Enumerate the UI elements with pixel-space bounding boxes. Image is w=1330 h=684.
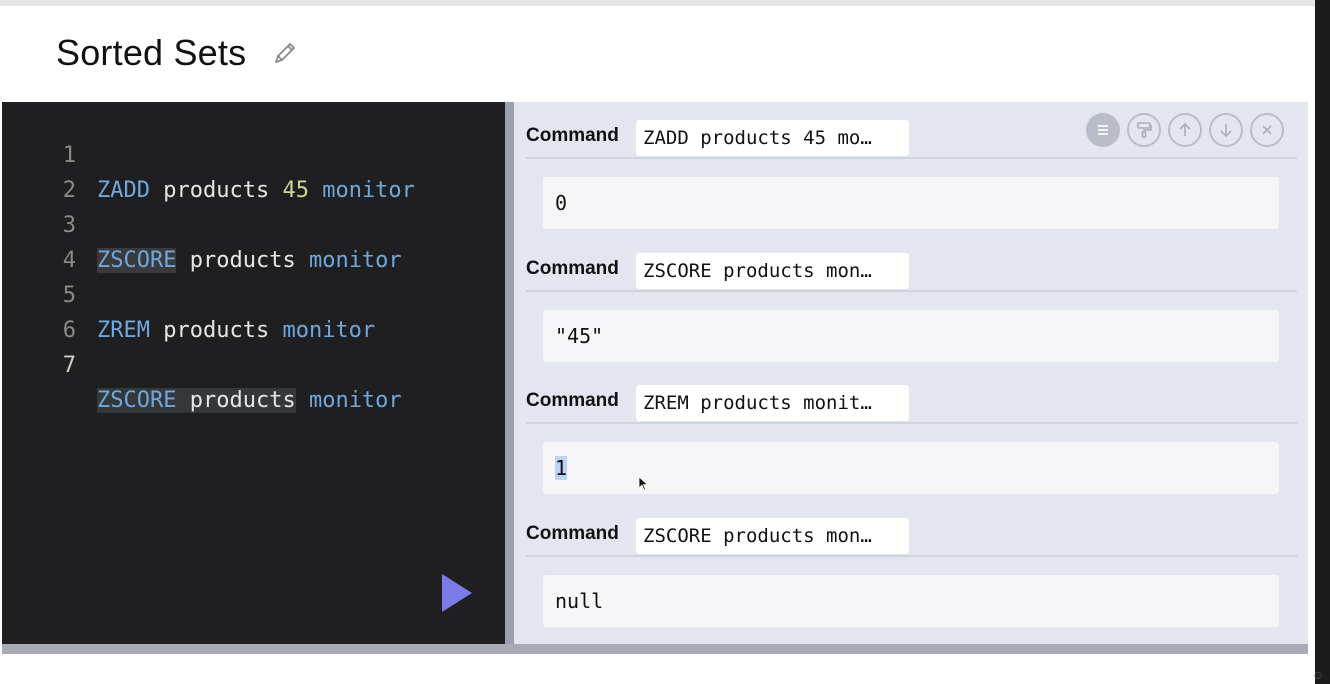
run-button[interactable] — [442, 574, 472, 612]
line-number: 2 — [62, 178, 76, 203]
edit-pencil-icon[interactable] — [270, 38, 300, 68]
token-member: monitor — [308, 388, 402, 413]
line-code[interactable]: ZREM products monitor — [97, 313, 375, 348]
page-header: Sorted Sets — [56, 32, 300, 74]
divider — [526, 290, 1297, 292]
editor-line[interactable]: 6 — [2, 278, 505, 343]
editor-line[interactable]: 1 ZADD products 45 monitor — [2, 103, 505, 203]
paint-roller-icon[interactable] — [1127, 113, 1161, 147]
mouse-pointer-icon — [638, 476, 648, 491]
token-score: 45 — [282, 178, 309, 203]
command-text[interactable]: ZSCORE products mon… — [636, 518, 909, 554]
editor-line[interactable]: 2 — [2, 138, 505, 203]
token-key: products — [163, 178, 270, 203]
token-member: monitor — [322, 178, 415, 203]
command-row: Command ZREM products monit… — [514, 373, 1308, 425]
token-member: monitor — [308, 248, 402, 273]
results-toolbar — [1086, 113, 1284, 147]
command-row: Command ZSCORE products mon… — [514, 506, 1308, 558]
command-label: Command — [526, 258, 619, 279]
page-title: Sorted Sets — [56, 32, 247, 73]
arrow-up-icon[interactable] — [1168, 113, 1202, 147]
code-editor[interactable]: 1 ZADD products 45 monitor 2 3 ZSCORE pr… — [2, 102, 505, 644]
arrow-down-icon[interactable] — [1209, 113, 1243, 147]
token-member: monitor — [282, 318, 376, 343]
line-code[interactable]: ZSCORE products monitor — [97, 383, 402, 418]
editor-line[interactable]: 4 — [2, 208, 505, 273]
divider — [526, 555, 1297, 557]
command-text[interactable]: ZSCORE products mon… — [636, 253, 909, 289]
list-icon[interactable] — [1086, 113, 1120, 147]
command-row: Command ZADD products 45 mo… — [514, 108, 1308, 160]
workspace-bottom-bar — [2, 644, 1308, 654]
top-divider — [0, 0, 1315, 6]
divider — [526, 422, 1297, 424]
line-number: 1 — [62, 143, 76, 168]
window-edge: ☺ — [1312, 0, 1330, 684]
close-icon[interactable] — [1250, 113, 1284, 147]
token-command: ZREM — [97, 318, 150, 343]
line-number: 6 — [62, 318, 76, 343]
token-command: ZSCORE — [97, 248, 177, 273]
command-output[interactable]: 1 — [543, 442, 1279, 494]
editor-line-active[interactable]: 7 ZSCORE products monitor — [2, 313, 505, 413]
command-text[interactable]: ZREM products monit… — [636, 385, 909, 421]
selected-output-text[interactable]: 1 — [555, 456, 568, 480]
command-label: Command — [526, 125, 619, 146]
token-command: ZSCORE — [97, 388, 177, 413]
command-output[interactable]: null — [543, 575, 1279, 627]
editor-line[interactable]: 3 ZSCORE products monitor — [2, 173, 505, 273]
command-output[interactable]: "45" — [543, 310, 1279, 362]
results-panel: Command ZADD products 45 mo… 0 Command Z… — [514, 102, 1308, 644]
editor-line[interactable]: 5 ZREM products monitor — [2, 243, 505, 343]
line-number: 7 — [62, 353, 76, 378]
divider — [526, 157, 1297, 159]
token-command: ZADD — [97, 178, 150, 203]
command-label: Command — [526, 390, 619, 411]
token-key: products — [189, 248, 296, 273]
command-output[interactable]: 0 — [543, 177, 1279, 229]
line-code[interactable]: ZSCORE products monitor — [97, 243, 402, 278]
token-key: products — [163, 318, 270, 343]
command-label: Command — [526, 523, 619, 544]
line-number: 3 — [62, 213, 76, 238]
watermark-glyph-icon: ☺ — [1312, 668, 1325, 682]
line-number: 4 — [62, 248, 76, 273]
line-code[interactable]: ZADD products 45 monitor — [97, 173, 415, 208]
command-text[interactable]: ZADD products 45 mo… — [636, 120, 909, 156]
token-key: products — [189, 388, 296, 413]
pane-splitter[interactable] — [505, 102, 514, 644]
line-number: 5 — [62, 283, 76, 308]
command-row: Command ZSCORE products mon… — [514, 241, 1308, 293]
workspace: 1 ZADD products 45 monitor 2 3 ZSCORE pr… — [2, 102, 1308, 654]
